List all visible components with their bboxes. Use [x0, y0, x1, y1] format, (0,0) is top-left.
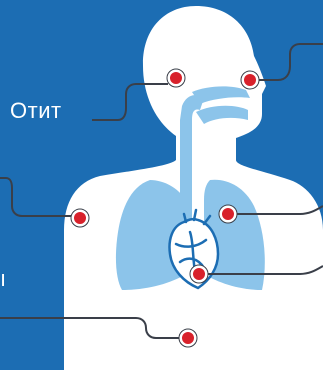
mouth-marker	[241, 71, 259, 89]
ear-marker	[167, 69, 185, 87]
heart-marker	[190, 265, 208, 283]
body-silhouette	[64, 6, 323, 370]
connector-mouth	[254, 44, 323, 80]
lung-marker	[219, 205, 237, 223]
shoulder-marker	[71, 209, 89, 227]
connector-shoulder	[0, 178, 72, 216]
otitis-label: Отит	[10, 98, 62, 124]
abdomen-marker	[179, 329, 197, 347]
partial-left-label: ı	[0, 266, 7, 292]
